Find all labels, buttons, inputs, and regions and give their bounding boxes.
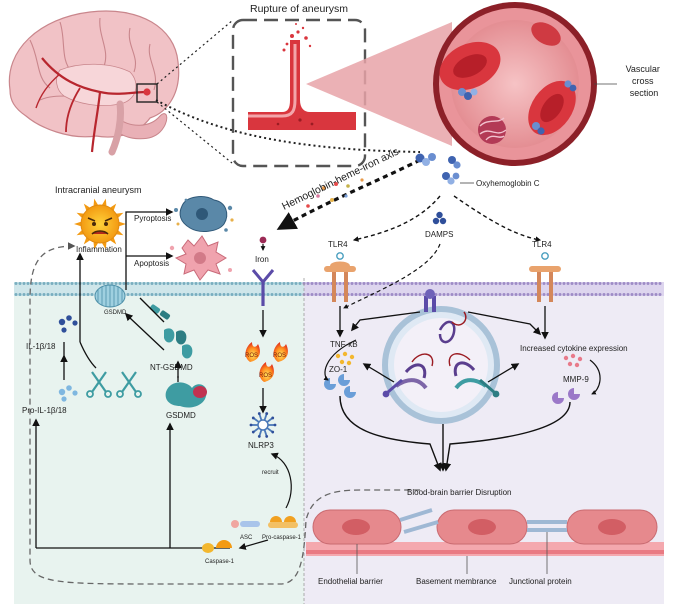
- mmp9-proteins: [552, 388, 580, 404]
- pyroptosis-pathway-arrows: [32, 297, 230, 549]
- central-vesicle: [382, 289, 500, 424]
- gsdmd-label: GSDMD: [166, 411, 196, 420]
- nlrp3-label: NLRP3: [248, 441, 274, 450]
- pyroptosis-label: Pyroptosis: [134, 214, 171, 223]
- bbb-endothelium: [306, 508, 664, 574]
- recruit-arrow: [270, 452, 292, 509]
- tlr4-left-label: TLR4: [328, 240, 348, 249]
- endothelial-cell-1: [312, 509, 402, 545]
- caspase1-protein: [202, 540, 232, 553]
- asc-protein: [231, 520, 260, 528]
- damps-molecules: [432, 211, 447, 225]
- iron-receptor: [251, 269, 275, 306]
- feedback-loop-dashed: [29, 242, 420, 585]
- il1b18-label: IL-1β/18: [26, 342, 56, 351]
- apoptosis-label: Apoptosis: [134, 259, 169, 268]
- iron-molecule: [259, 236, 267, 251]
- pro-caspase1-label: Pro-caspase-1: [262, 535, 302, 541]
- nlrp3-inflammasome: [249, 412, 277, 438]
- hemoglobin-axis-arrow: [276, 158, 421, 230]
- pro-il1b18-label: Pro-IL-1β/18: [22, 406, 67, 415]
- ros-flames: [245, 342, 288, 382]
- gsdmd-pore: [94, 284, 126, 308]
- aneurysm-zoom-box: [136, 19, 234, 164]
- ros-label-1: ROS: [245, 353, 258, 359]
- iron-label: Iron: [255, 255, 269, 264]
- gsdmd-pore-label: GSDMD: [104, 310, 127, 316]
- rupture-title: Rupture of aneurysm: [250, 3, 348, 15]
- scissors-icon-left: [86, 371, 112, 398]
- junction-proteins-right: [448, 353, 500, 398]
- cell-death-arrows: [76, 208, 174, 342]
- tlr4-receptor-left: [324, 252, 356, 302]
- oxyhemoglobin-label: Oxyhemoglobin C: [476, 179, 540, 188]
- damps-label: DAMPS: [425, 230, 453, 239]
- vascular-cross-section-label: Vascular cross section: [626, 64, 663, 98]
- zo1-proteins: [324, 374, 356, 398]
- zo1-label: ZO-1: [329, 365, 348, 374]
- rupture-panel: [231, 18, 367, 168]
- increased-cytokine-label: Increased cytokine expression: [520, 344, 628, 353]
- left-cell-region: [14, 284, 304, 604]
- intracranial-aneurysm-label: Intracranial aneurysm: [55, 185, 142, 195]
- endothelial-barrier-label: Endothelial barrier: [318, 577, 383, 586]
- pyroptosis-cell: [174, 196, 234, 232]
- recruit-label: recruit: [262, 470, 279, 476]
- tlr4-receptor-right: [529, 252, 561, 302]
- junction-proteins-left: [382, 353, 434, 398]
- blood-spray: [276, 23, 314, 126]
- nt-gsdmd-fragments: [149, 304, 193, 359]
- cell-membrane: [14, 282, 664, 296]
- tlr4-right-label: TLR4: [532, 240, 552, 249]
- inflammation-icon: [74, 198, 126, 250]
- hemoglobin-cluster: [478, 116, 507, 144]
- tnfkb-molecules: [335, 351, 355, 366]
- endothelial-cell-2: [436, 509, 528, 545]
- gsdmd-protein: [165, 382, 207, 408]
- junctional-protein-label: Junctional protein: [509, 577, 572, 586]
- oxyhemoglobin-molecules: [415, 153, 474, 185]
- pro-caspase1-protein: [268, 516, 298, 528]
- apoptosis-cell: [169, 235, 232, 281]
- heme-molecules: [458, 80, 577, 135]
- cytokine-molecules: [563, 353, 583, 368]
- il1b18-molecules: [58, 315, 78, 333]
- scissors-icon-right: [116, 371, 142, 398]
- ros-label-2: ROS: [273, 353, 286, 359]
- ros-label-3: ROS: [259, 373, 272, 379]
- caspase-activation-arrow: [238, 539, 269, 550]
- basement-membrane-label: Basement membrance: [416, 577, 497, 586]
- tight-junction-broken: [399, 508, 439, 534]
- heme-particles: [306, 178, 364, 208]
- inflammation-label: Inflammation: [76, 245, 122, 254]
- tight-junction-intact: [527, 520, 567, 532]
- endothelial-cell-3: [566, 509, 658, 545]
- bbb-disruption-label: Blood-brain barrier Disruption: [407, 488, 512, 497]
- oxyhemoglobin-signal-arrows: [343, 195, 542, 309]
- asc-label: ASC: [240, 535, 253, 541]
- right-pathway-arrows: [323, 306, 601, 472]
- nt-gsdmd-label: NT-GSDMD: [150, 363, 193, 372]
- mmp9-label: MMP-9: [563, 375, 589, 384]
- tnfkb-label: TNF-κB: [330, 340, 358, 349]
- caspase1-label: Caspase-1: [205, 559, 235, 565]
- vascular-cross-section: [306, 2, 617, 166]
- pro-il1b18-molecules: [58, 385, 78, 402]
- brain-illustration: [8, 10, 180, 156]
